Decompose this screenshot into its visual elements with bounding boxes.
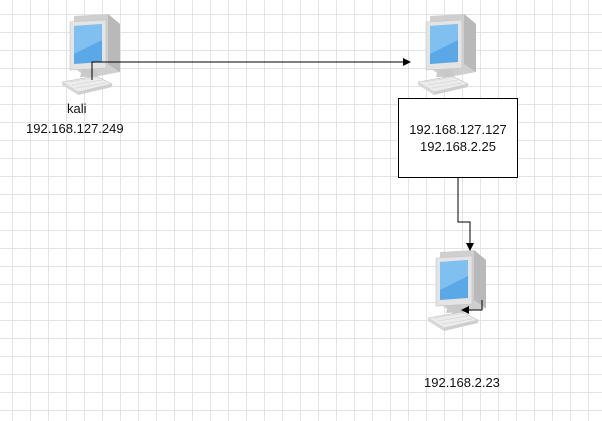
target-computer-icon (428, 249, 487, 332)
connector-gateway-to-target (457, 178, 474, 251)
attacker-computer-icon (62, 13, 121, 96)
target-ip-label: 192.168.2.23 (424, 375, 500, 390)
connector-attacker-to-gateway (91, 58, 411, 80)
gateway-ip-a-label: 192.168.127.127 (409, 122, 507, 137)
connector-target-self (461, 300, 483, 314)
gateway-address-box: 192.168.127.127 192.168.2.25 (398, 98, 518, 178)
attacker-ip-label: 192.168.127.249 (26, 121, 124, 136)
attacker-name-label: kali (67, 101, 87, 116)
gateway-computer-icon (418, 13, 477, 96)
gateway-ip-b-label: 192.168.2.25 (420, 139, 496, 154)
